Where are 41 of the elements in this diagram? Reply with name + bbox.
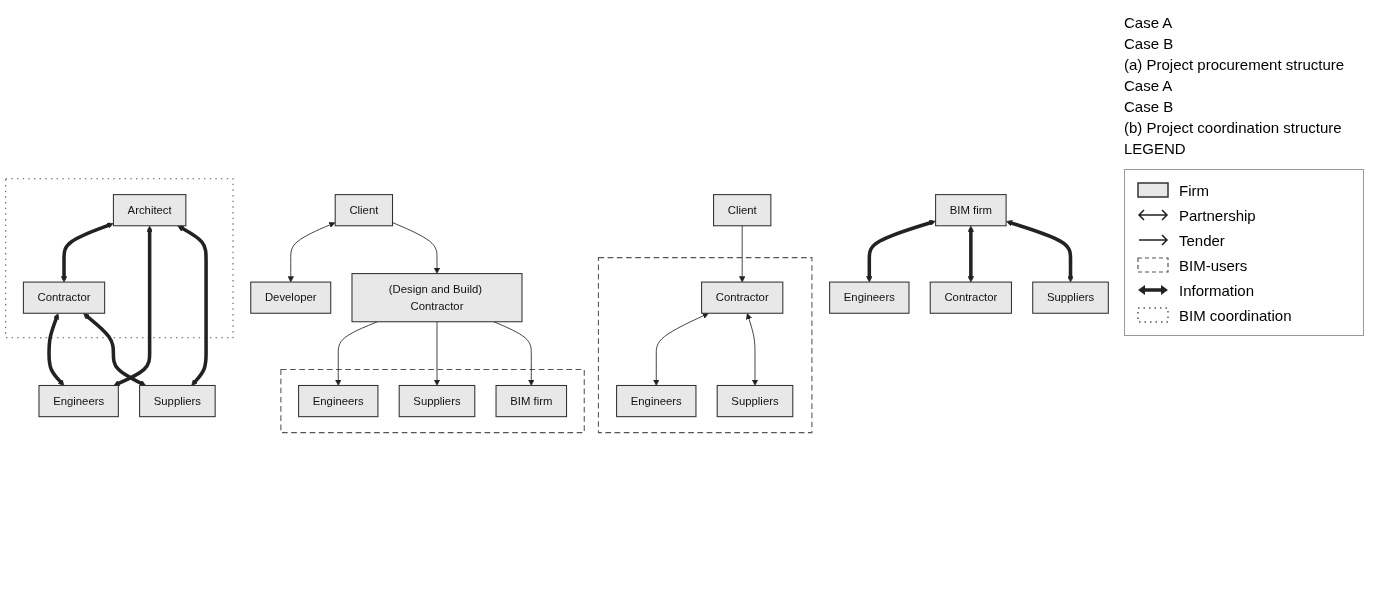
- legend-label: BIM-users: [1179, 256, 1248, 274]
- node-box: Contractor: [701, 281, 784, 315]
- node-box: Developer: [250, 281, 332, 315]
- caption-text: (a) Project procurement structure: [1124, 56, 1346, 73]
- legend-label: Firm: [1179, 181, 1209, 199]
- node-box: Engineers: [616, 385, 697, 418]
- caption-text: Case B: [1124, 35, 1175, 52]
- legend-label: BIM coordination: [1179, 306, 1292, 324]
- arrow: [1006, 220, 1074, 283]
- node-box: Architect: [112, 194, 187, 227]
- caption-text: Case B: [1124, 98, 1175, 115]
- node-box: Contractor: [929, 281, 1012, 315]
- cluster: [597, 257, 813, 434]
- caption-text: Case A: [1124, 14, 1174, 31]
- arrow: [47, 313, 65, 387]
- node-box: Engineers: [38, 385, 119, 418]
- arrow: [967, 226, 974, 283]
- legend-label: Information: [1179, 281, 1255, 299]
- legend-title: LEGEND: [1124, 140, 1187, 157]
- node-box: Suppliers: [716, 385, 794, 418]
- node-box: Client: [334, 194, 394, 227]
- node-box: (Design and Build) Contractor: [351, 273, 523, 323]
- arrow: [83, 313, 146, 387]
- cluster: [280, 369, 585, 434]
- legend-label: Partnership: [1179, 206, 1256, 224]
- node-box: Suppliers: [398, 385, 476, 418]
- node-box: Suppliers: [139, 385, 216, 418]
- node-box: Engineers: [298, 385, 379, 418]
- caption-text: Case A: [1124, 77, 1174, 94]
- node-box: Contractor: [22, 281, 106, 315]
- node-box: BIM firm: [495, 385, 568, 418]
- node-box: BIM firm: [935, 194, 1007, 227]
- arrow: [60, 223, 114, 283]
- caption-text: (b) Project coordination structure: [1124, 119, 1343, 136]
- arrow: [866, 220, 936, 283]
- node-box: Client: [713, 194, 772, 227]
- legend-label: Tender: [1179, 231, 1225, 249]
- arrow: [113, 226, 153, 387]
- arrow: [177, 225, 208, 387]
- node-box: Engineers: [829, 281, 910, 315]
- node-box: Suppliers: [1032, 281, 1109, 315]
